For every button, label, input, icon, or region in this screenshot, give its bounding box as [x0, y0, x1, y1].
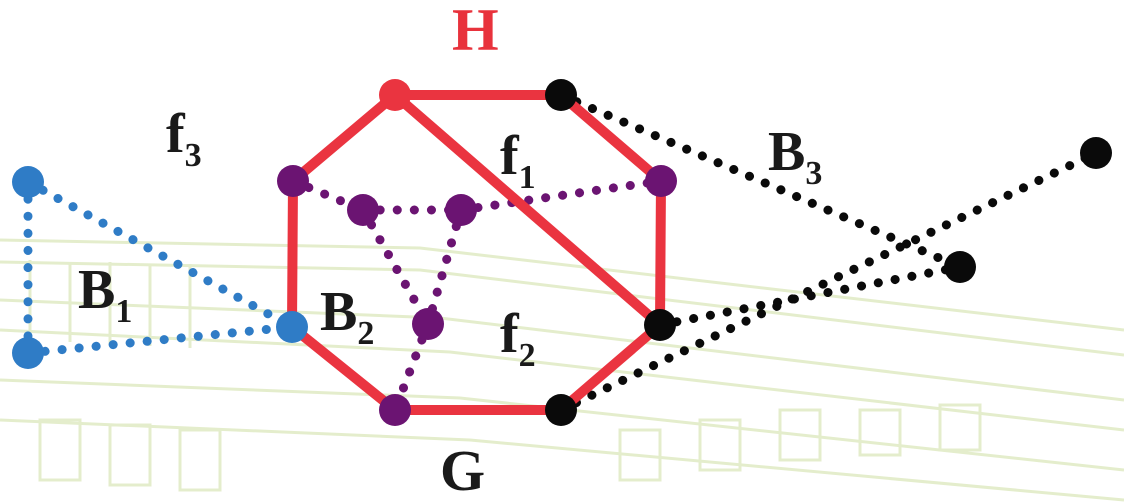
b2-edge-4 [358, 205, 433, 329]
vertex-purple-inner-3 [412, 308, 444, 340]
label-f3: f3 [166, 103, 202, 174]
label-h: H [452, 0, 499, 63]
vertex-blue-bottom-left [12, 337, 44, 369]
b1-dotted-edges [23, 177, 297, 358]
vertex-black-bottom [545, 394, 577, 426]
h-diagonal-edge [390, 90, 665, 330]
vertex-purple-left [277, 165, 309, 197]
vertex-purple-right [645, 165, 677, 197]
vertex-blue-top-left [12, 166, 44, 198]
label-b3: B3 [768, 121, 822, 192]
b2-edge-5 [423, 205, 466, 329]
h-red-octagon [287, 90, 666, 415]
vertex-black-far-mid [944, 251, 976, 283]
vertex-black-right [644, 309, 676, 341]
b2-edge-3 [456, 176, 666, 215]
label-f1: f1 [500, 125, 536, 196]
vertex-purple-inner-1 [347, 194, 379, 226]
b3-edge-3 [556, 148, 1101, 415]
background-building-watermark [0, 238, 1124, 502]
vertex-red-top [379, 79, 411, 111]
h-octagon-cycle [287, 90, 666, 415]
b1-edge-bottom [23, 322, 297, 358]
vertex-black-top [545, 79, 577, 111]
vertex-blue-left [276, 311, 308, 343]
label-b1: B1 [78, 259, 132, 330]
label-b2: B2 [320, 281, 374, 352]
b3-dotted-edges [556, 90, 1101, 415]
vertex-purple-bottom [379, 394, 411, 426]
label-f2: f2 [500, 303, 536, 374]
vertex-purple-inner-2 [445, 194, 477, 226]
label-g: G [440, 438, 485, 503]
vertices [12, 79, 1112, 426]
b3-edge-2 [655, 262, 965, 330]
vertex-black-far-right [1080, 137, 1112, 169]
b3-edge-1 [556, 90, 965, 272]
b1-edge-top [23, 177, 297, 332]
